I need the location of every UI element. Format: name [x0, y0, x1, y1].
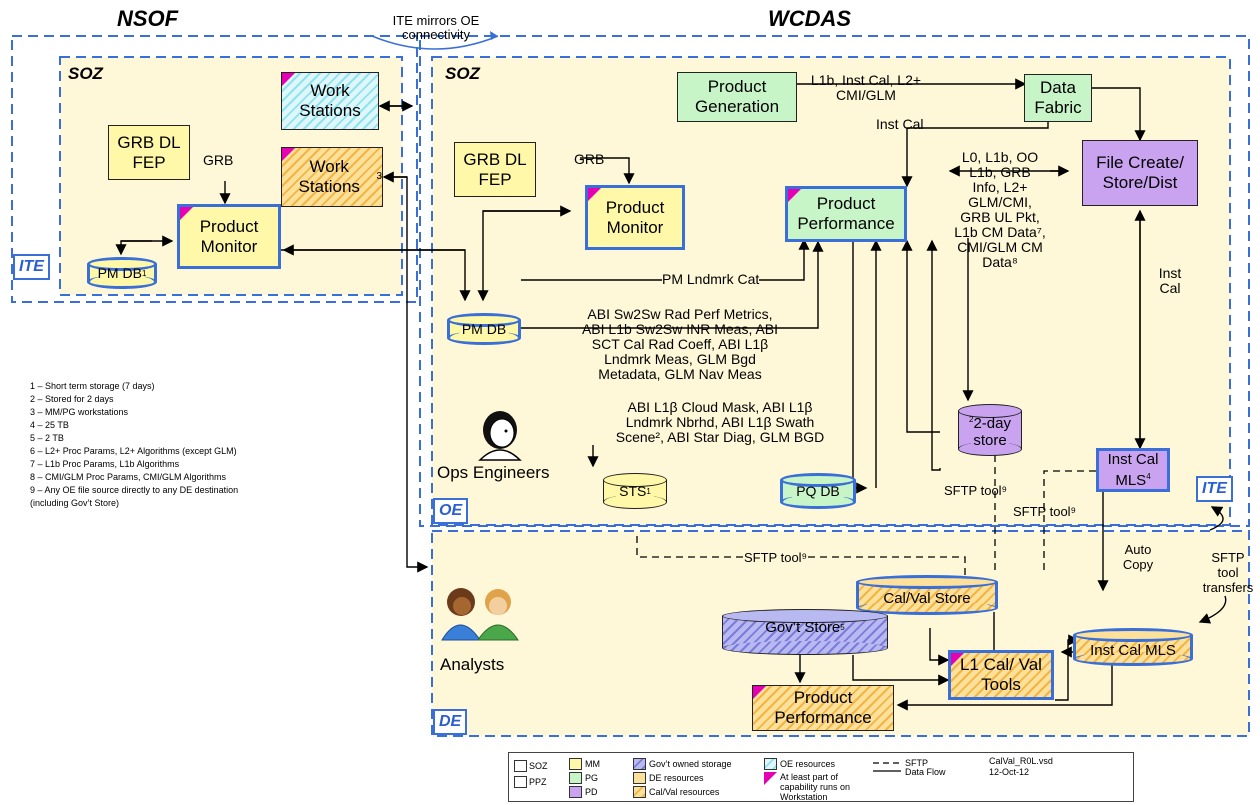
workstation-marker [588, 188, 601, 201]
wcdas-title: WCDAS [768, 6, 852, 31]
work-stations-top: Work Stations [281, 72, 379, 130]
product-monitor-left: Product Monitor [177, 204, 281, 269]
inst-cal-top-label: Inst Cal [876, 116, 924, 132]
legend-pd-swatch [569, 786, 582, 798]
legend-soz-swatch [514, 760, 527, 772]
grb-label-left: GRB [203, 152, 234, 168]
sftp-label-3: SFTP tool⁹ [744, 550, 808, 565]
legend: SOZ PPZ MM PG PD Gov’t owned storage DE … [508, 752, 1134, 802]
workstation-marker [753, 686, 766, 699]
workstation-marker [951, 653, 964, 666]
pq-db: PQ DB [780, 473, 856, 509]
legend-ppz-swatch [514, 776, 527, 788]
data-fabric: Data Fabric [1024, 74, 1092, 122]
product-performance: Product Performance [785, 186, 907, 242]
nsof-title: NSOF [117, 6, 179, 31]
legend-sftp-line [873, 762, 901, 772]
legend-workstation-marker [764, 772, 777, 785]
product-monitor-right: Product Monitor [585, 185, 685, 250]
ite-left-tag: ITE [13, 254, 50, 280]
l1-cal-val-tools: L1 Cal/ Val Tools [948, 650, 1054, 700]
legend-pg-swatch [569, 772, 582, 784]
legend-gov-swatch [633, 758, 646, 770]
grb-fep-right: GRB DL FEP [454, 142, 536, 197]
two-day-store: 22-day store [958, 404, 1022, 456]
grb-label-right: GRB [574, 151, 605, 167]
file-create-store-dist: File Create/ Store/Dist [1082, 140, 1198, 206]
workstation-marker [788, 189, 801, 202]
analysts-label: Analysts [440, 655, 505, 674]
pg-to-fabric-label: L1b, Inst Cal, L2+ CMI/GLM [810, 72, 922, 103]
sftp-label-1: SFTP tool⁹ [944, 483, 1008, 498]
workstation-marker [180, 207, 193, 220]
product-generation: Product Generation [677, 72, 797, 122]
ite-right-tag: ITE [1196, 476, 1233, 502]
grb-fep-left: GRB DL FEP [108, 125, 190, 180]
legend-mm-swatch [569, 758, 582, 770]
legend-oe-swatch [764, 758, 777, 770]
legend-calval-swatch [633, 786, 646, 798]
cal-val-store: Cal/Val Store [856, 575, 998, 615]
soz-left-label: SOZ [68, 64, 103, 83]
pm-db-right: PM DB [447, 313, 521, 345]
pm-lndmrk-label: PM Lndmrk Cat [662, 271, 760, 287]
product-performance-de: Product Performance [752, 685, 894, 731]
sftp-label-2: SFTP tool⁹ [1013, 504, 1077, 519]
workstation-marker [282, 73, 295, 86]
oe-tag: OE [433, 498, 469, 524]
ops-engineers-label: Ops Engineers [437, 463, 550, 482]
ops-engineer-icon [478, 411, 522, 461]
ite-mirror-note: ITE mirrors OE connectivity [392, 13, 480, 42]
workstation-marker [282, 148, 295, 161]
de-tag: DE [433, 709, 468, 735]
inst-cal-mls-de: Inst Cal MLS [1073, 628, 1193, 666]
abi-flow-label: ABI Sw2Sw Rad Perf Metrics,ABI L1b Sw2Sw… [581, 306, 779, 382]
soz-right-label: SOZ [445, 64, 480, 83]
analysts-icon [441, 588, 519, 641]
legend-de-swatch [633, 772, 646, 784]
inst-cal-mls-oe: Inst Cal MLS4 [1096, 448, 1170, 492]
